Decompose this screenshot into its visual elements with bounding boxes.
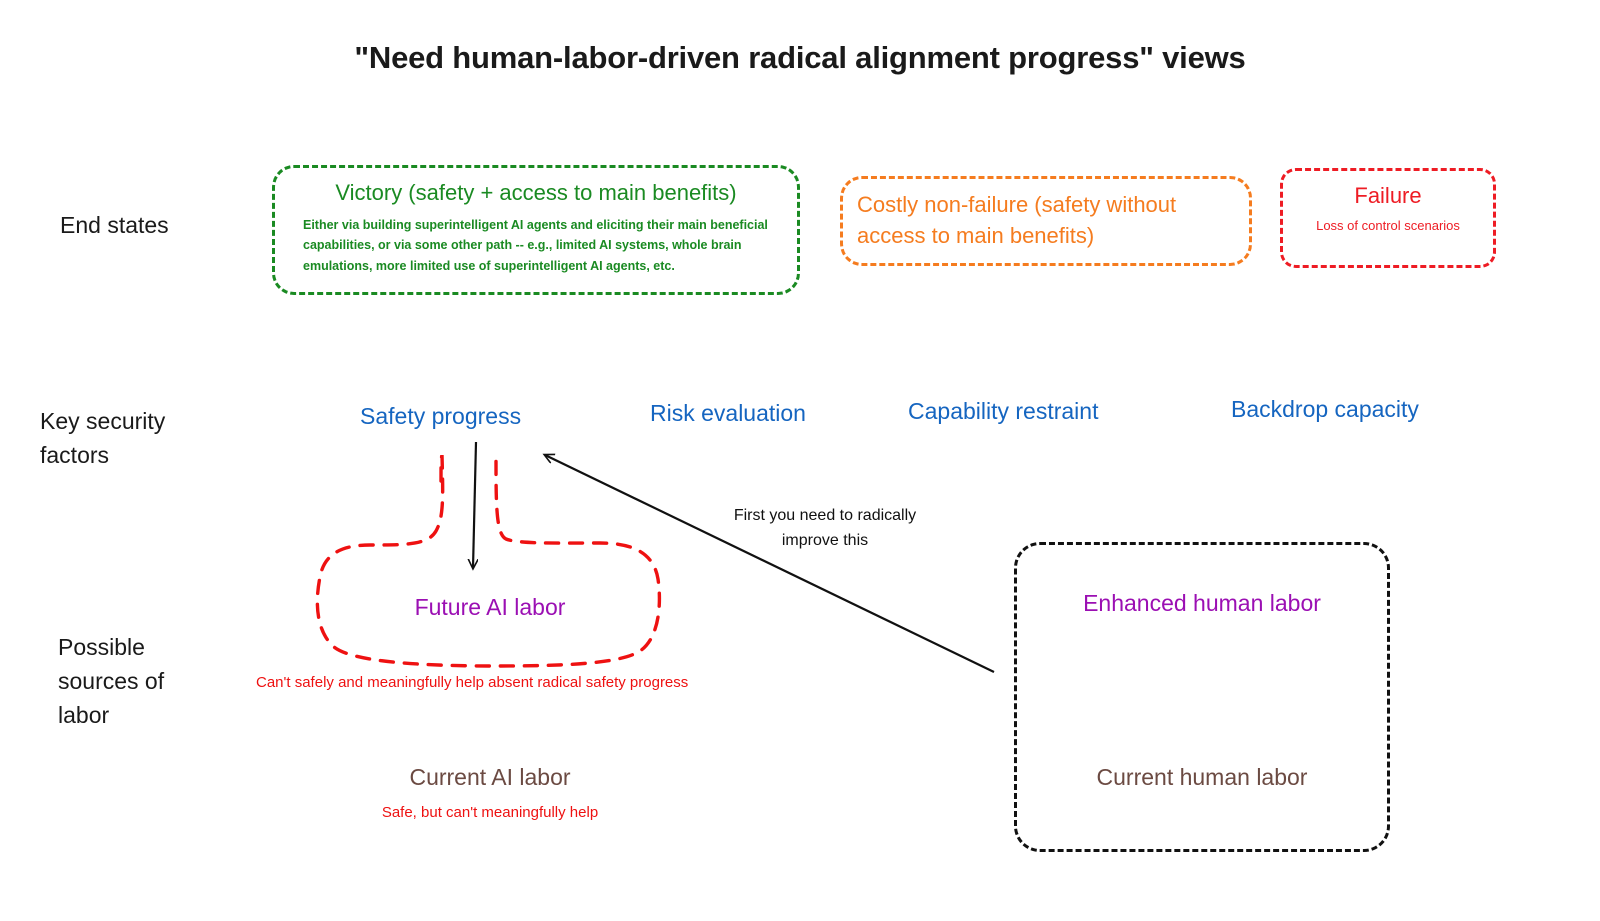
row-label-line: Key security	[40, 408, 166, 434]
future-ai-labor-caption: Can't safely and meaningfully help absen…	[256, 674, 689, 691]
row-label-line: sources of	[58, 668, 165, 695]
row-label-key-security-factors: Key security factors	[40, 404, 240, 472]
row-label-possible-sources-of-labor: Possible sources of labor	[58, 630, 238, 732]
end-state-subtitle-victory: Either via building superintelligent AI …	[303, 218, 768, 273]
end-state-box-costly-non-failure[interactable]: Costly non-failure (safety without acces…	[840, 176, 1252, 266]
arrow-annotation-line: First you need to radically	[733, 507, 917, 524]
end-state-title-victory: Victory (safety + access to main benefit…	[335, 180, 737, 205]
enhanced-human-labor-label: Enhanced human labor	[1083, 590, 1321, 616]
row-label-line: labor	[58, 702, 110, 729]
current-human-labor-label: Current human labor	[1096, 764, 1308, 790]
arrow-annotation-label: First you need to radically improve this	[700, 504, 950, 554]
row-label-line: factors	[40, 442, 110, 469]
human-labor-box[interactable]	[1014, 542, 1390, 852]
end-state-title-failure: Failure	[1354, 183, 1422, 208]
security-factor-risk-evaluation[interactable]: Risk evaluation	[650, 400, 806, 426]
end-state-subtitle-failure: Loss of control scenarios	[1316, 218, 1460, 233]
end-state-box-victory[interactable]: Victory (safety + access to main benefit…	[272, 165, 800, 295]
security-factor-safety-progress[interactable]: Safety progress	[360, 403, 522, 429]
page-title: "Need human-labor-driven radical alignme…	[354, 40, 1246, 75]
future-ai-labor-label: Future AI labor	[414, 594, 566, 620]
end-state-title-costly-non-failure: Costly non-failure (safety without acces…	[857, 192, 1177, 249]
current-ai-labor-caption: Safe, but can't meaningfully help	[381, 804, 599, 821]
arrow-annotation-line: improve this	[781, 531, 869, 549]
security-factor-capability-restraint[interactable]: Capability restraint	[908, 398, 1099, 424]
current-ai-labor-label: Current AI labor	[409, 764, 571, 790]
row-label-line: Possible	[58, 634, 145, 660]
end-state-box-failure[interactable]: Failure Loss of control scenarios	[1280, 168, 1496, 268]
future-ai-labor-blob-outline	[315, 455, 662, 668]
security-factor-backdrop-capacity[interactable]: Backdrop capacity	[1231, 396, 1419, 422]
row-label-end-states: End states	[60, 212, 169, 238]
